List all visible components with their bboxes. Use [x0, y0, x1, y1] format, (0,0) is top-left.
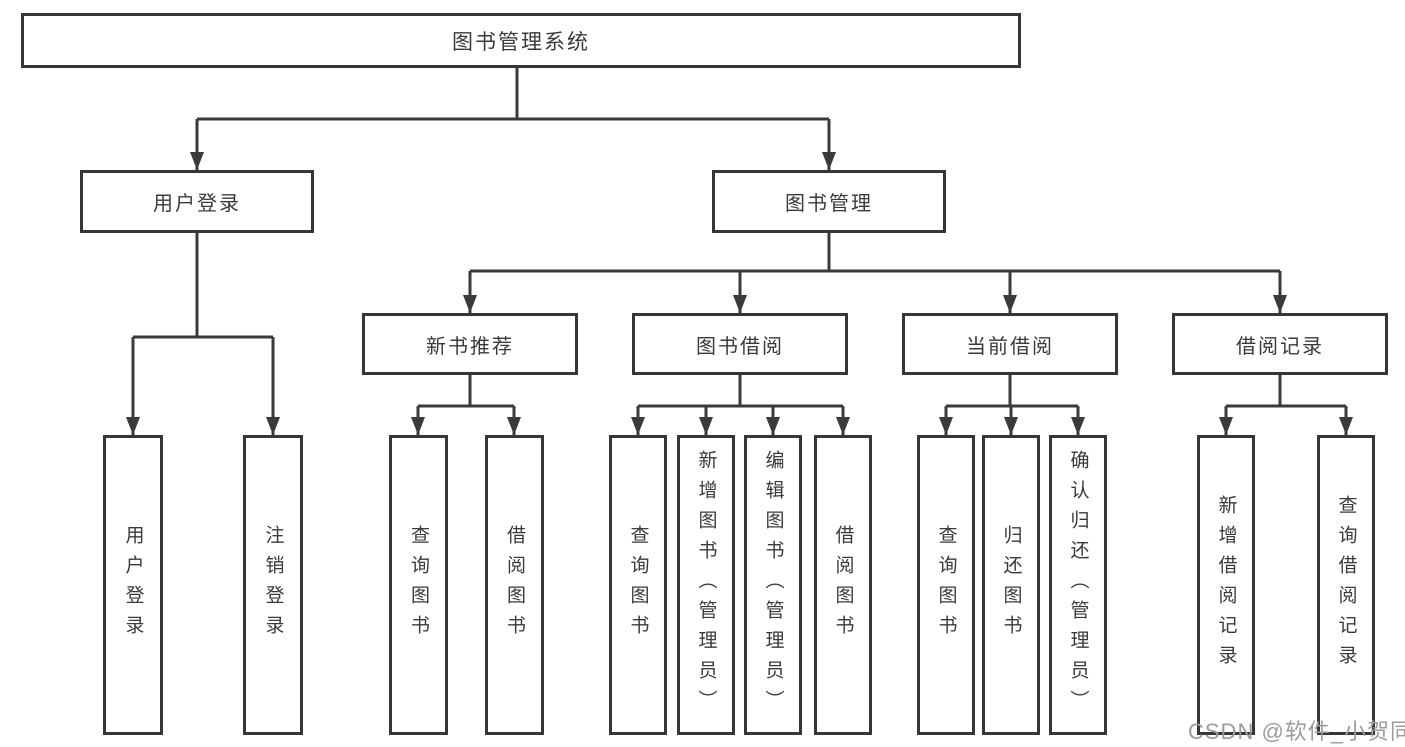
- leaf-label: 确认归还（管理员）: [1067, 450, 1089, 720]
- node-book-management: 图书管理: [712, 170, 946, 233]
- leaf-edit-books-admin: 编辑图书（管理员）: [744, 435, 802, 735]
- leaf-label: 新增图书（管理员）: [695, 450, 717, 720]
- leaf-label: 注销登录: [262, 525, 284, 645]
- node-root-library-system: 图书管理系统: [21, 13, 1021, 68]
- leaf-label: 查询图书: [935, 525, 957, 645]
- leaf-confirm-return-admin: 确认归还（管理员）: [1049, 435, 1107, 735]
- node-book-borrow: 图书借阅: [632, 313, 848, 375]
- leaf-label: 新增借阅记录: [1215, 495, 1237, 675]
- leaf-recommend-borrow-books: 借阅图书: [485, 435, 544, 735]
- leaf-add-books-admin: 新增图书（管理员）: [677, 435, 735, 735]
- leaf-query-borrow-record: 查询借阅记录: [1317, 435, 1375, 735]
- leaf-user-login: 用户登录: [103, 435, 163, 735]
- leaf-label: 归还图书: [1000, 525, 1022, 645]
- leaf-borrow-query-books: 查询图书: [609, 435, 667, 735]
- leaf-current-query-books: 查询图书: [917, 435, 975, 735]
- csdn-watermark: CSDN @软件_小贺同学: [1188, 719, 1405, 744]
- leaf-logout: 注销登录: [243, 435, 303, 735]
- node-borrow-records: 借阅记录: [1172, 313, 1388, 375]
- node-new-book-recommend: 新书推荐: [362, 313, 578, 375]
- leaf-return-books: 归还图书: [982, 435, 1040, 735]
- leaf-label: 借阅图书: [832, 525, 854, 645]
- leaf-label: 借阅图书: [504, 525, 525, 645]
- leaf-label: 用户登录: [122, 525, 144, 645]
- node-user-login: 用户登录: [80, 170, 314, 233]
- leaf-borrow-books: 借阅图书: [814, 435, 872, 735]
- leaf-label: 查询图书: [627, 525, 649, 645]
- leaf-add-borrow-record: 新增借阅记录: [1197, 435, 1255, 735]
- leaf-recommend-query-books: 查询图书: [389, 435, 448, 735]
- leaf-label: 查询图书: [408, 525, 429, 645]
- node-current-borrow: 当前借阅: [902, 313, 1118, 375]
- leaf-label: 编辑图书（管理员）: [762, 450, 784, 720]
- leaf-label: 查询借阅记录: [1335, 495, 1357, 675]
